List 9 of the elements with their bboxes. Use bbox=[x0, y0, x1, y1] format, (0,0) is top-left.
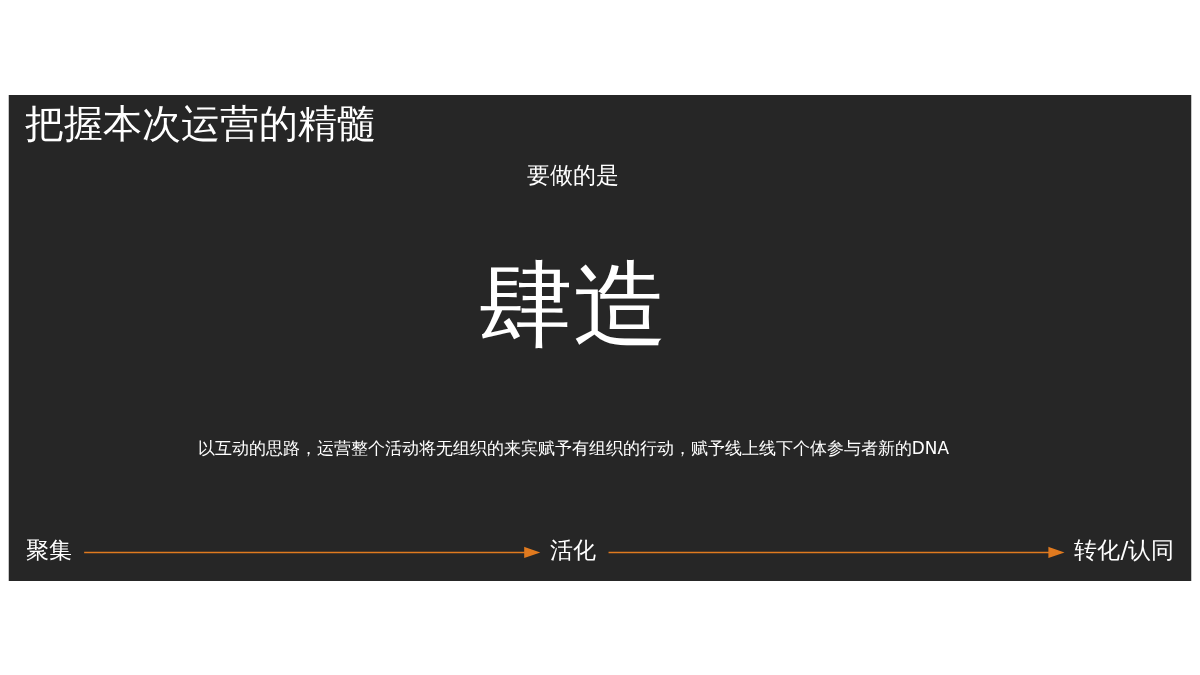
label: 要做的是 bbox=[527, 160, 620, 189]
arrow bbox=[83, 546, 541, 558]
diagram-title: 把握本次运营的精髓 bbox=[24, 100, 376, 146]
label: 肆造 bbox=[479, 249, 668, 359]
label: 以互动的思路，运营整个活动将无组织的来宾赋予有组织的行动，赋予线上线下个体参与者新的DNA bbox=[197, 437, 949, 458]
node-text: 转化/认同 bbox=[1074, 535, 1175, 564]
node-text: 聚集 bbox=[26, 535, 73, 564]
node-text: 活化 bbox=[550, 535, 597, 564]
arrow bbox=[607, 546, 1065, 558]
